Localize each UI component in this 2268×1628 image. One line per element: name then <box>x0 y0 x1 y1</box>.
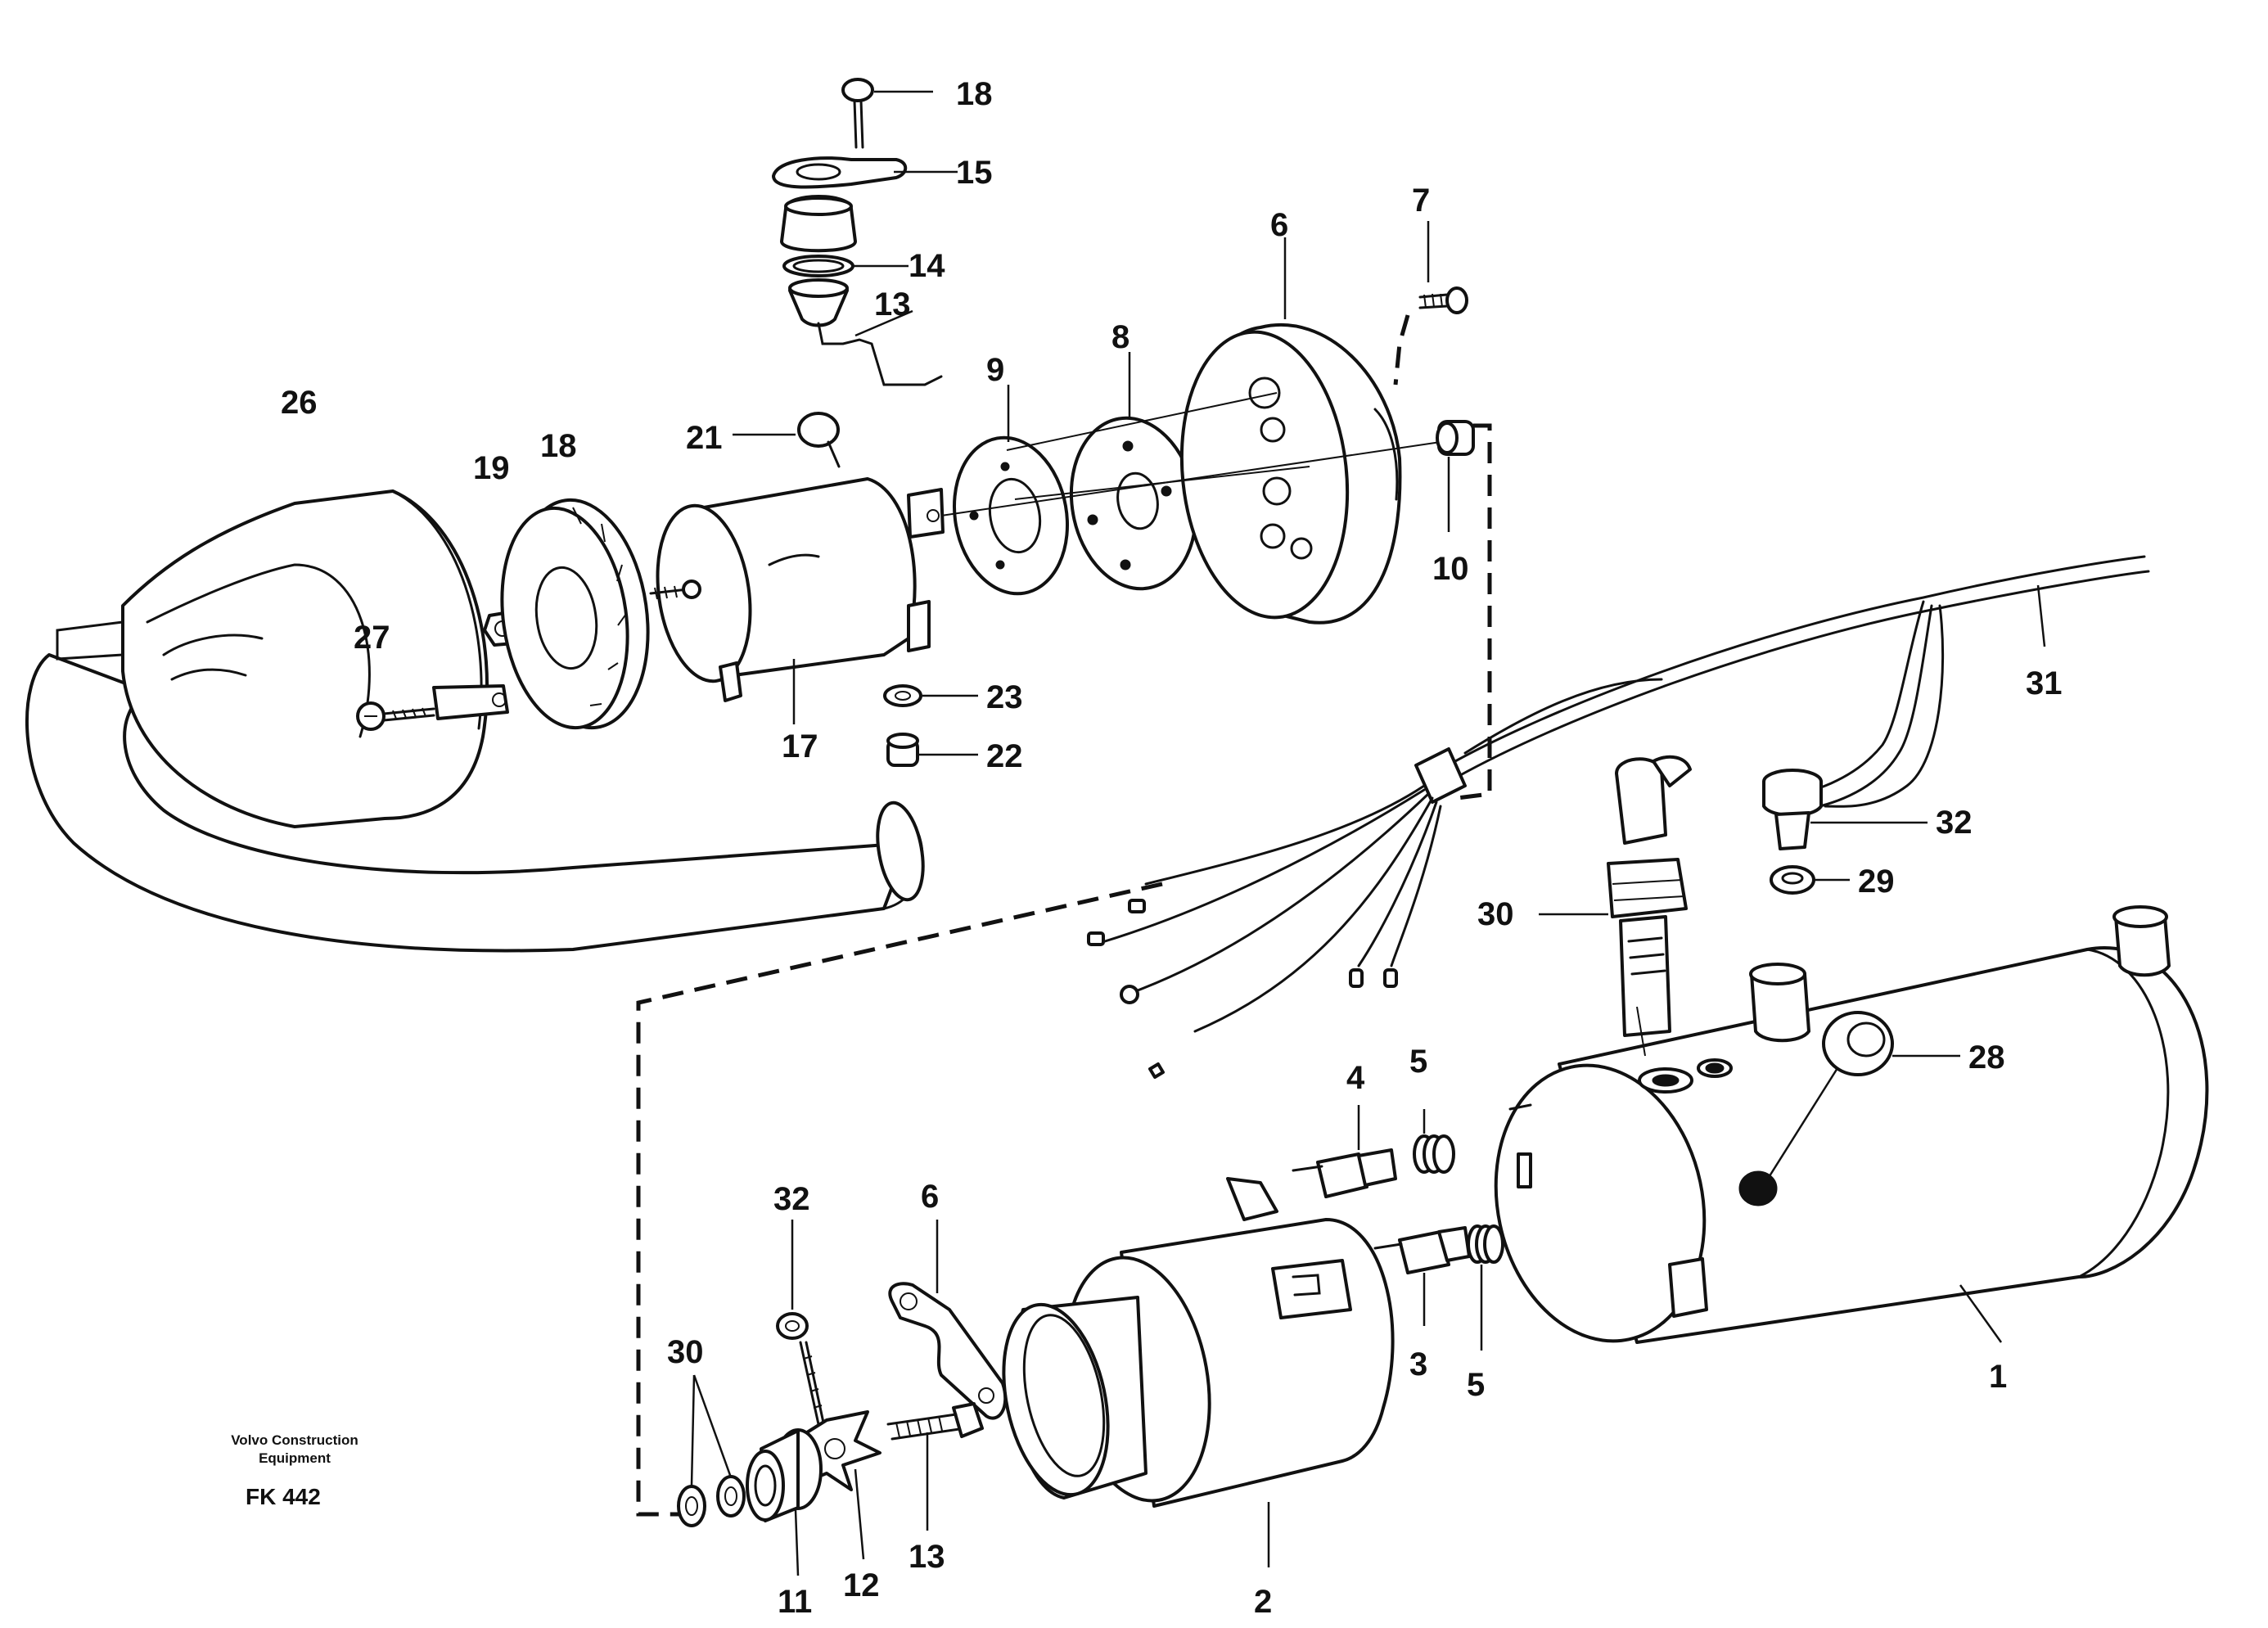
dashed-reference-lines <box>636 314 1492 1517</box>
part-25-screw <box>356 684 509 731</box>
part-17-bracket <box>772 156 958 189</box>
part-10-flange <box>952 385 1070 596</box>
callout-16: 14 <box>909 248 945 284</box>
part-6-bracket <box>888 1220 1008 1420</box>
part-32-nut <box>776 1220 825 1426</box>
callout-3: 3 <box>1409 1346 1427 1382</box>
callout-22-bottom: 22 <box>986 738 1023 774</box>
part-19-motor <box>649 477 945 724</box>
part-7-housing <box>1179 237 1402 625</box>
callout-15: 13 <box>874 286 911 322</box>
part-4-nipple <box>1292 1105 1397 1198</box>
callout-6: 6 <box>921 1179 939 1215</box>
callout-32: 32 <box>773 1181 810 1217</box>
part-24-hood-with-pipe <box>25 489 925 953</box>
publisher-line1: Volvo Construction <box>231 1432 358 1448</box>
callout-10: 9 <box>986 352 1004 388</box>
callout-9: 8 <box>1111 319 1129 355</box>
callout-5-bottom: 5 <box>1467 1367 1485 1403</box>
part-20-fan-wheel <box>500 498 650 730</box>
callout-30: 30 <box>667 1334 704 1370</box>
part-22-screw-top <box>733 412 841 468</box>
callout-12: 11 <box>778 1584 812 1620</box>
callout-14: 13 <box>909 1539 945 1575</box>
part-15-rod <box>788 278 943 386</box>
callout-25: 27 <box>354 620 390 656</box>
callout-31: 32 <box>1936 805 1973 841</box>
part-17-cap <box>780 195 857 253</box>
callout-27: 29 <box>1858 864 1895 900</box>
part-31-plug <box>1762 769 1928 850</box>
part-18-screw <box>841 78 933 149</box>
part-12-bushing <box>746 1428 823 1576</box>
part-16-o-ring <box>782 255 909 277</box>
callout-17: 15 <box>956 155 993 191</box>
part-11-sleeve <box>1436 420 1475 532</box>
callout-4: 4 <box>1346 1060 1365 1096</box>
assembly-axis-lines <box>940 392 1441 516</box>
callout-21: 19 <box>473 450 510 486</box>
callout-1: 1 <box>1989 1359 2007 1395</box>
callout-11: 10 <box>1432 551 1469 587</box>
callout-19: 17 <box>782 728 818 764</box>
part-28-sensor <box>1539 755 1692 1037</box>
publisher-block: Volvo Construction Equipment FK 442 <box>231 1432 358 1509</box>
part-29-cable-harness <box>1087 555 2150 1079</box>
callout-8: 7 <box>1412 183 1430 219</box>
part-14-bolt <box>886 1402 984 1531</box>
callout-2: 2 <box>1254 1584 1272 1620</box>
callout-26: 28 <box>1968 1039 2005 1076</box>
callout-13: 12 <box>843 1567 880 1603</box>
callout-20: 18 <box>540 428 577 464</box>
part-30-washers <box>677 1374 746 1527</box>
callout-22-top: 21 <box>686 420 723 456</box>
callout-7: 6 <box>1270 207 1288 243</box>
callout-23: 23 <box>986 679 1023 715</box>
part-1-tank <box>1494 905 2209 1344</box>
part-3-nipple <box>1373 1226 1471 1326</box>
part-27-grommet <box>1770 865 1850 895</box>
callout-18: 18 <box>956 76 993 112</box>
part-23-washer <box>883 684 978 707</box>
part-2-burner-tube <box>1002 1177 1395 1567</box>
part-5-spring-lower <box>1467 1224 1504 1351</box>
part-26-plug <box>1766 1011 1960 1179</box>
callout-labels: 18 15 14 13 6 7 8 9 10 26 19 18 21 27 17… <box>281 76 2063 1620</box>
part-8-screw <box>1418 221 1468 314</box>
figure-code: FK 442 <box>246 1484 321 1509</box>
callout-24: 26 <box>281 385 318 421</box>
publisher-line2: Equipment <box>259 1450 331 1466</box>
callout-29: 31 <box>2026 665 2063 701</box>
callout-5-top: 5 <box>1409 1044 1427 1080</box>
part-22-screw-bottom <box>886 733 978 767</box>
part-5-spring-upper <box>1413 1109 1455 1174</box>
callout-28: 30 <box>1477 896 1514 932</box>
